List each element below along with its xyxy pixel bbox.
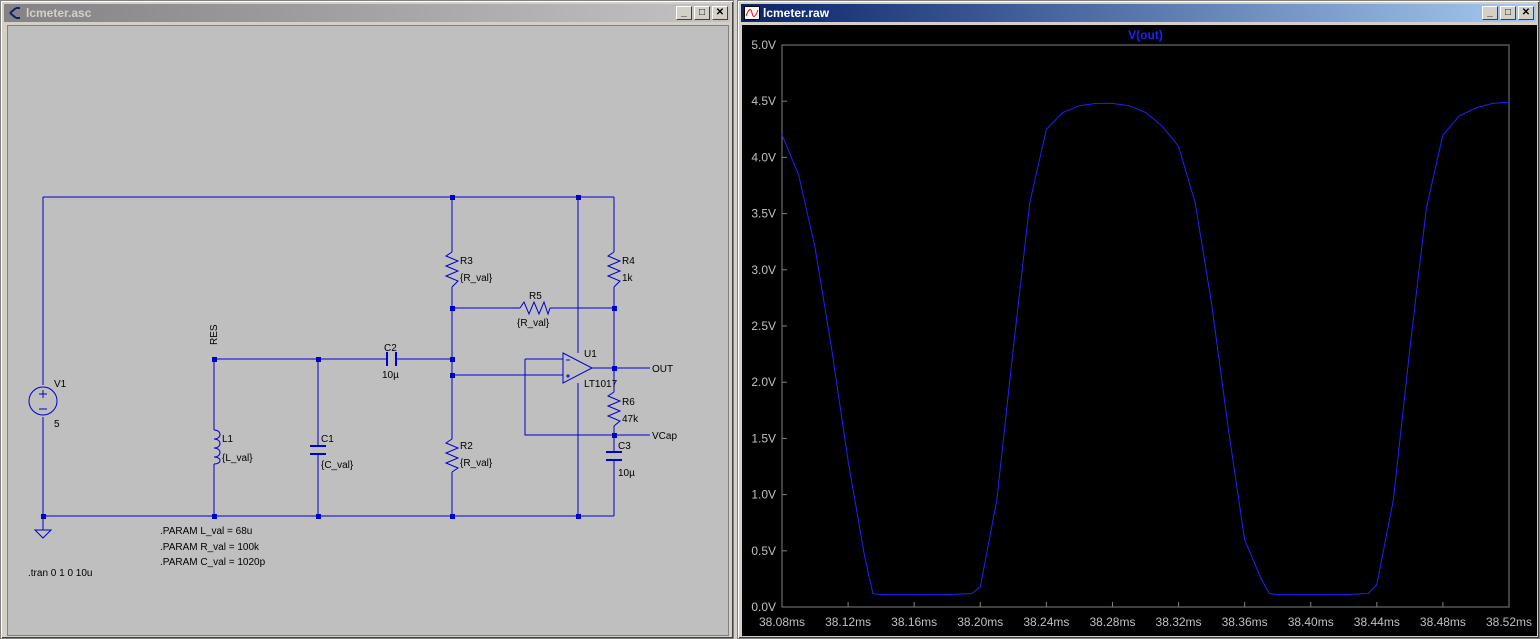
param-l-directive[interactable]: .PARAM L_val = 68u — [160, 526, 252, 537]
r4-name: R4 — [622, 256, 635, 267]
v1-source[interactable] — [28, 386, 58, 416]
y-tick-label: 2.5V — [751, 319, 776, 333]
r6-name: R6 — [622, 397, 635, 408]
l1-name: L1 — [222, 434, 234, 445]
x-tick-label: 38.20ms — [957, 615, 1003, 629]
x-tick-label: 38.36ms — [1222, 615, 1268, 629]
r4-resistor[interactable] — [606, 251, 622, 288]
u1-name: U1 — [584, 349, 597, 360]
vout-trace[interactable] — [781, 101, 1510, 596]
y-tick-label: 2.0V — [751, 375, 776, 389]
r5-value: {R_val} — [517, 318, 550, 329]
r2-name: R2 — [460, 441, 473, 452]
x-tick-label: 38.16ms — [891, 615, 937, 629]
y-tick-label: 1.5V — [751, 431, 776, 445]
c3-value: 10µ — [618, 468, 635, 479]
r5-resistor[interactable] — [519, 300, 551, 316]
y-tick-label: 3.0V — [751, 263, 776, 277]
x-tick-label: 38.12ms — [825, 615, 871, 629]
v1-name: V1 — [54, 379, 67, 390]
r3-value: {R_val} — [460, 273, 493, 284]
minimize-button[interactable]: _ — [676, 6, 692, 20]
y-tick-label: 0.0V — [751, 600, 776, 614]
c2-value: 10µ — [382, 370, 399, 381]
waveform-icon — [744, 6, 760, 20]
r2-resistor[interactable] — [444, 438, 460, 473]
close-button[interactable]: ✕ — [712, 6, 728, 20]
r2-value: {R_val} — [460, 458, 493, 469]
x-tick-label: 38.44ms — [1354, 615, 1400, 629]
y-tick-label: 0.5V — [751, 544, 776, 558]
x-tick-label: 38.32ms — [1156, 615, 1202, 629]
r5-name: R5 — [529, 291, 542, 302]
r6-value: 47k — [622, 414, 639, 425]
schematic-window[interactable]: lcmeter.asc _□✕ — [0, 0, 734, 639]
schematic-canvas[interactable]: V1 5 R3 {R_val} R4 1k R5 {R_val} C2 10µ … — [7, 25, 729, 636]
schematic-titlebar[interactable]: lcmeter.asc _□✕ — [4, 4, 730, 22]
param-c-directive[interactable]: .PARAM C_val = 1020p — [160, 557, 266, 568]
y-tick-label: 3.5V — [751, 207, 776, 221]
r4-value: 1k — [622, 273, 634, 284]
x-axis: 38.08ms 38.12ms 38.16ms 38.20ms 38.24ms 38.28… — [759, 602, 1532, 629]
c3-capacitor[interactable] — [606, 451, 622, 461]
y-tick-label: 4.0V — [751, 150, 776, 164]
x-tick-label: 38.24ms — [1023, 615, 1069, 629]
y-tick-label: 5.0V — [751, 38, 776, 52]
trace-label-vout[interactable]: V(out) — [1128, 28, 1163, 42]
schematic-drawing[interactable]: V1 5 R3 {R_val} R4 1k R5 {R_val} C2 10µ … — [8, 26, 728, 635]
c2-name: C2 — [384, 343, 397, 354]
x-tick-label: 38.08ms — [759, 615, 805, 629]
wires — [42, 196, 650, 530]
r3-name: R3 — [460, 256, 473, 267]
c1-capacitor[interactable] — [310, 445, 326, 455]
v1-value: 5 — [54, 419, 60, 430]
u1-value: LT1017 — [584, 379, 618, 390]
maximize-button[interactable]: □ — [694, 6, 710, 20]
ground-symbol — [33, 529, 53, 539]
plot-canvas[interactable]: V(out) 38.08ms 38.12ms 38.16ms 38.20ms 38.24… — [742, 25, 1537, 636]
y-tick-label: 1.0V — [751, 488, 776, 502]
c2-capacitor[interactable] — [386, 352, 397, 366]
net-label-out: OUT — [652, 364, 673, 375]
x-tick-label: 38.28ms — [1089, 615, 1135, 629]
u1-opamp[interactable] — [562, 352, 594, 384]
waveform-titlebar[interactable]: lcmeter.raw _□✕ — [741, 4, 1536, 22]
waveform-title: lcmeter.raw — [763, 6, 830, 20]
maximize-button[interactable]: □ — [1500, 6, 1516, 20]
y-tick-label: 4.5V — [751, 94, 776, 108]
schematic-title: lcmeter.asc — [26, 6, 92, 20]
minimize-button[interactable]: _ — [1482, 6, 1498, 20]
plot-frame — [781, 44, 1510, 608]
vout-chart[interactable]: V(out) 38.08ms 38.12ms 38.16ms 38.20ms 38.24… — [742, 25, 1537, 636]
x-tick-label: 38.52ms — [1486, 615, 1532, 629]
l1-inductor[interactable] — [213, 429, 221, 465]
param-r-directive[interactable]: .PARAM R_val = 100k — [160, 542, 260, 553]
net-label-res: RES — [209, 324, 220, 345]
tran-directive[interactable]: .tran 0 1 0 10u — [28, 568, 93, 579]
r6-resistor[interactable] — [606, 391, 622, 427]
x-tick-label: 38.40ms — [1288, 615, 1334, 629]
close-button[interactable]: ✕ — [1518, 6, 1534, 20]
junctions — [41, 195, 617, 519]
c3-name: C3 — [618, 441, 631, 452]
c1-value: {C_val} — [321, 460, 354, 471]
c1-name: C1 — [321, 434, 334, 445]
y-axis: 0.0V 0.5V 1.0V 1.5V 2.0V 2.5V 3.0V 3.5V 4.0V 4.5V… — [751, 38, 787, 614]
net-label-vcap: VCap — [652, 431, 677, 442]
l1-value: {L_val} — [222, 453, 253, 464]
x-tick-label: 38.48ms — [1420, 615, 1466, 629]
ltspice-schematic-icon — [9, 7, 20, 19]
r3-resistor[interactable] — [444, 251, 460, 288]
